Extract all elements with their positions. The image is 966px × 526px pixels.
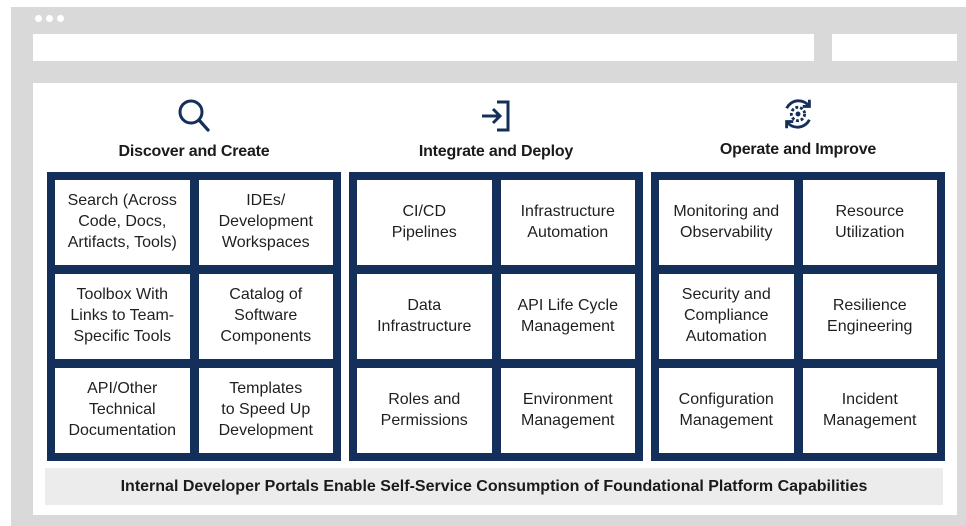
capability-card: Resilience Engineering: [802, 274, 937, 359]
capability-card: Catalog of Software Components: [198, 274, 333, 359]
capability-card: Infrastructure Automation: [500, 180, 635, 265]
capability-card: Data Infrastructure: [357, 274, 492, 359]
column-header-discover: Discover and Create: [47, 97, 341, 161]
capability-card: IDEs/ Development Workspaces: [198, 180, 333, 265]
column-header-operate: Operate and Improve: [651, 95, 945, 159]
capability-card: Resource Utilization: [802, 180, 937, 265]
capability-card: Search (Across Code, Docs, Artifacts, To…: [55, 180, 190, 265]
address-bar[interactable]: [33, 34, 814, 61]
capability-panel-integrate: CI/CD Pipelines Infrastructure Automatio…: [349, 172, 643, 461]
toolbar-box[interactable]: [832, 34, 957, 61]
capability-card: API/Other Technical Documentation: [55, 368, 190, 453]
footer-caption: Internal Developer Portals Enable Self-S…: [45, 468, 943, 505]
capability-card: API Life Cycle Management: [500, 274, 635, 359]
diagram-content: Discover and Create Search (Across Code,…: [33, 83, 957, 515]
capability-card: Environment Management: [500, 368, 635, 453]
capability-card: Templates to Speed Up Development: [198, 368, 333, 453]
capability-card: CI/CD Pipelines: [357, 180, 492, 265]
search-icon: [178, 99, 210, 132]
capability-panel-operate: Monitoring and Observability Resource Ut…: [651, 172, 945, 461]
gear-refresh-icon: [785, 99, 811, 129]
column-title: Discover and Create: [118, 143, 270, 160]
window-dot: [57, 15, 64, 22]
window-dot: [35, 15, 42, 22]
sign-in-arrow-icon: [482, 100, 510, 132]
column-header-integrate: Integrate and Deploy: [349, 97, 643, 161]
capability-card: Toolbox With Links to Team- Specific Too…: [55, 274, 190, 359]
column-title: Operate and Improve: [719, 141, 877, 158]
window-dots: [35, 15, 64, 22]
capability-card: Security and Compliance Automation: [659, 274, 794, 359]
capability-card: Configuration Management: [659, 368, 794, 453]
capability-panel-discover: Search (Across Code, Docs, Artifacts, To…: [47, 172, 341, 461]
capability-card: Incident Management: [802, 368, 937, 453]
browser-frame: Discover and Create Search (Across Code,…: [11, 7, 966, 526]
capability-card: Monitoring and Observability: [659, 180, 794, 265]
capability-card: Roles and Permissions: [357, 368, 492, 453]
column-title: Integrate and Deploy: [418, 143, 574, 160]
window-dot: [46, 15, 53, 22]
